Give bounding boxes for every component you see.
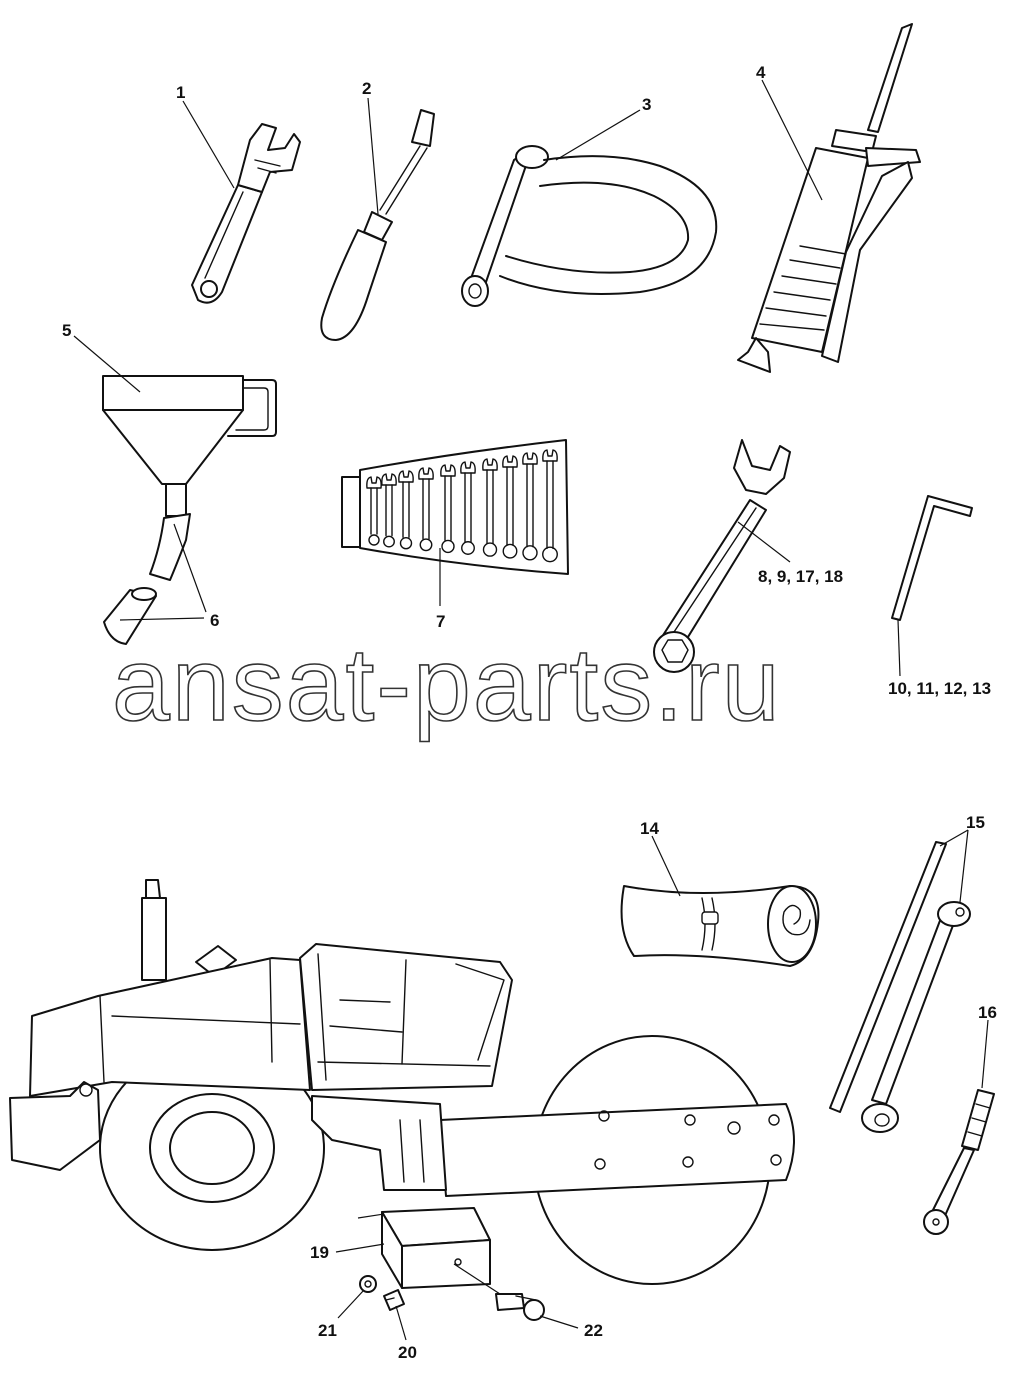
callout-4: 4 [756,63,766,82]
callout-15: 15 [966,813,985,832]
wrench-set-illustration [341,439,569,575]
callout-7: 7 [436,612,445,631]
bolt-illustration [383,1289,405,1311]
tommy-bar-illustration [829,841,971,1133]
filter-strap-wrench-illustration [461,145,718,307]
callout-8-9-17-18: 8, 9, 17, 18 [758,567,843,586]
watermark-text: ansat-parts.ru [112,627,782,743]
callout-22: 22 [584,1321,603,1340]
callout-20: 20 [398,1343,417,1362]
callout-6: 6 [210,611,219,630]
set-wrench [482,458,498,557]
set-wrench [440,464,456,554]
washer-illustration [359,1275,377,1293]
latch-illustration [495,1293,545,1321]
grease-gun-illustration [737,23,921,373]
callout-2: 2 [362,79,371,98]
funnel-hose-illustration [103,513,191,645]
roller-compactor-illustration [9,879,795,1289]
set-wrench [381,473,397,548]
set-wrench [418,467,434,552]
funnel-illustration [102,375,277,517]
set-wrench [542,449,558,563]
set-wrench [366,476,382,546]
hex-key-illustration [891,495,973,621]
set-wrench [460,461,476,555]
callout-3: 3 [642,95,651,114]
screwdriver-illustration [320,109,435,341]
leader-lines [73,79,989,1341]
adjustable-wrench-illustration [191,123,301,304]
callout-21: 21 [318,1321,337,1340]
callout-19: 19 [310,1243,329,1262]
set-wrench [502,455,518,559]
callout-10-11-12-13: 10, 11, 12, 13 [888,679,991,698]
callout-14: 14 [640,819,659,838]
callout-5: 5 [62,321,71,340]
set-wrench [522,452,538,561]
knurled-tool-illustration [923,1089,995,1235]
callout-16: 16 [978,1003,997,1022]
tool-roll-illustration [620,885,820,967]
combination-wrench-illustration [653,439,791,673]
set-wrench [398,470,414,550]
callout-1: 1 [176,83,185,102]
